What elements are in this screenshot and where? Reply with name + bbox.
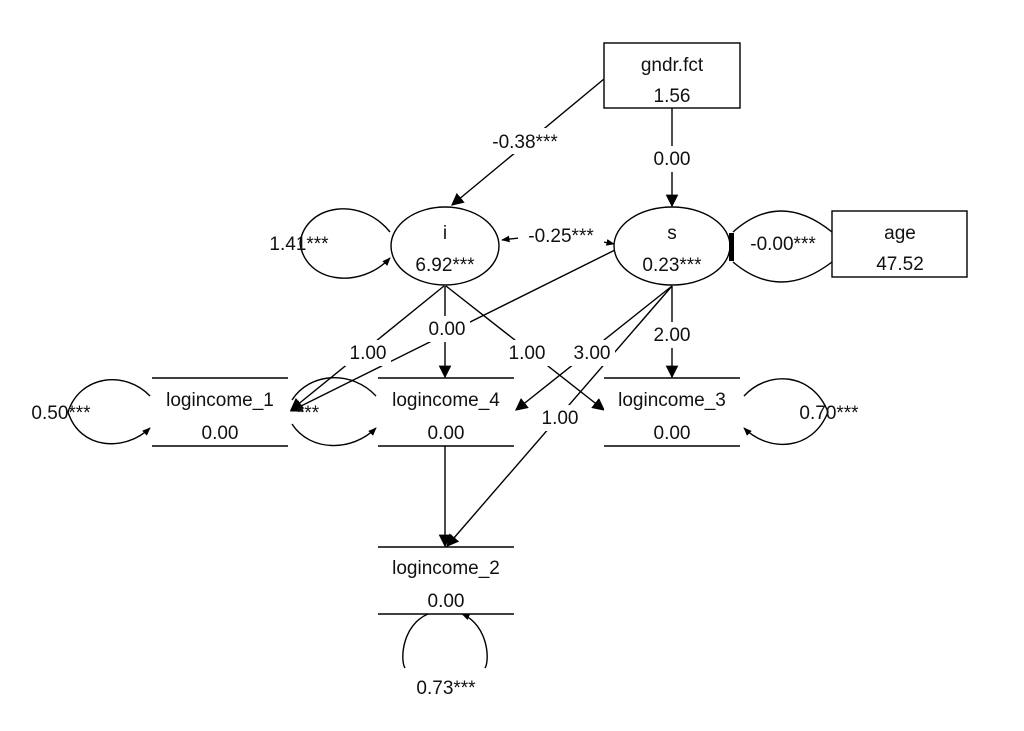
node-gndr-fct	[603, 42, 741, 109]
svg-text:1.00: 1.00	[350, 343, 387, 364]
node-age-value: 47.52	[876, 254, 924, 275]
edge-s-age-covariance-lower	[732, 261, 833, 283]
node-logincome-2-name: logincome_2	[392, 558, 500, 579]
variance-label-logincome-2: 0.73***	[416, 678, 476, 699]
node-i-name: i	[443, 223, 447, 244]
svg-text:-0.25***: -0.25***	[528, 226, 594, 247]
node-i	[390, 206, 500, 286]
svg-text:-0.00***: -0.00***	[750, 234, 816, 255]
variance-loop-li3	[743, 378, 829, 446]
covariance-arrowhead-s-age	[729, 233, 734, 261]
svg-text:-0.38***: -0.38***	[492, 132, 558, 153]
edge-label-gndr-i: -0.38***	[482, 128, 568, 154]
node-logincome-1-value: 0.00	[202, 423, 239, 444]
edge-label-s-li3: 2.00	[648, 322, 696, 348]
variance-loop-li2	[402, 614, 488, 669]
node-logincome-3-name: logincome_3	[618, 390, 726, 411]
edge-label-s-li4: 3.00	[569, 340, 615, 366]
node-logincome-4: logincome_4 0.00	[378, 377, 514, 447]
node-s-value: 0.23***	[642, 255, 702, 276]
node-s-name: s	[667, 223, 677, 244]
edge-label-s-li2: 1.00	[537, 405, 583, 431]
node-logincome-2: logincome_2 0.00	[378, 546, 514, 615]
svg-text:0.00: 0.00	[654, 149, 691, 170]
svg-text:1.00: 1.00	[509, 343, 546, 364]
variance-label-logincome-1: 0.50***	[31, 403, 91, 424]
variance-label-i: 1.41***	[269, 234, 329, 255]
node-gndr-fct-value: 1.56	[654, 86, 691, 107]
edge-s-age-covariance	[732, 210, 833, 233]
node-logincome-1-name: logincome_1	[166, 390, 274, 411]
node-age	[831, 210, 968, 278]
svg-text:0.00: 0.00	[429, 319, 466, 340]
variance-label-logincome-3: 0.70***	[799, 403, 859, 424]
node-logincome-3-value: 0.00	[654, 423, 691, 444]
node-logincome-1: logincome_1 0.00	[152, 377, 288, 447]
edge-label-i-li1: 1.00	[345, 340, 391, 366]
edge-label-gndr-s: 0.00	[648, 146, 696, 172]
node-gndr-fct-name: gndr.fct	[641, 55, 704, 76]
node-i-value: 6.92***	[415, 255, 475, 276]
edge-label-i-li4: 0.00	[424, 316, 470, 342]
variance-loop-li1	[67, 379, 151, 445]
node-logincome-4-value: 0.00	[428, 423, 465, 444]
node-age-name: age	[884, 223, 916, 244]
svg-text:3.00: 3.00	[574, 343, 611, 364]
variance-loop-li4	[291, 377, 376, 447]
svg-text:2.00: 2.00	[654, 325, 691, 346]
edge-label-s-age: -0.00***	[737, 231, 829, 257]
edge-label-i-li3: 1.00	[504, 340, 550, 366]
node-logincome-2-value: 0.00	[428, 591, 465, 612]
variance-label-logincome-4: ***	[297, 403, 320, 424]
svg-text:1.00: 1.00	[542, 408, 579, 429]
node-logincome-3: logincome_3 0.00	[604, 377, 740, 447]
node-logincome-4-name: logincome_4	[392, 390, 500, 411]
variance-loop-i	[299, 208, 391, 279]
edge-label-i-s: -0.25***	[518, 222, 604, 248]
